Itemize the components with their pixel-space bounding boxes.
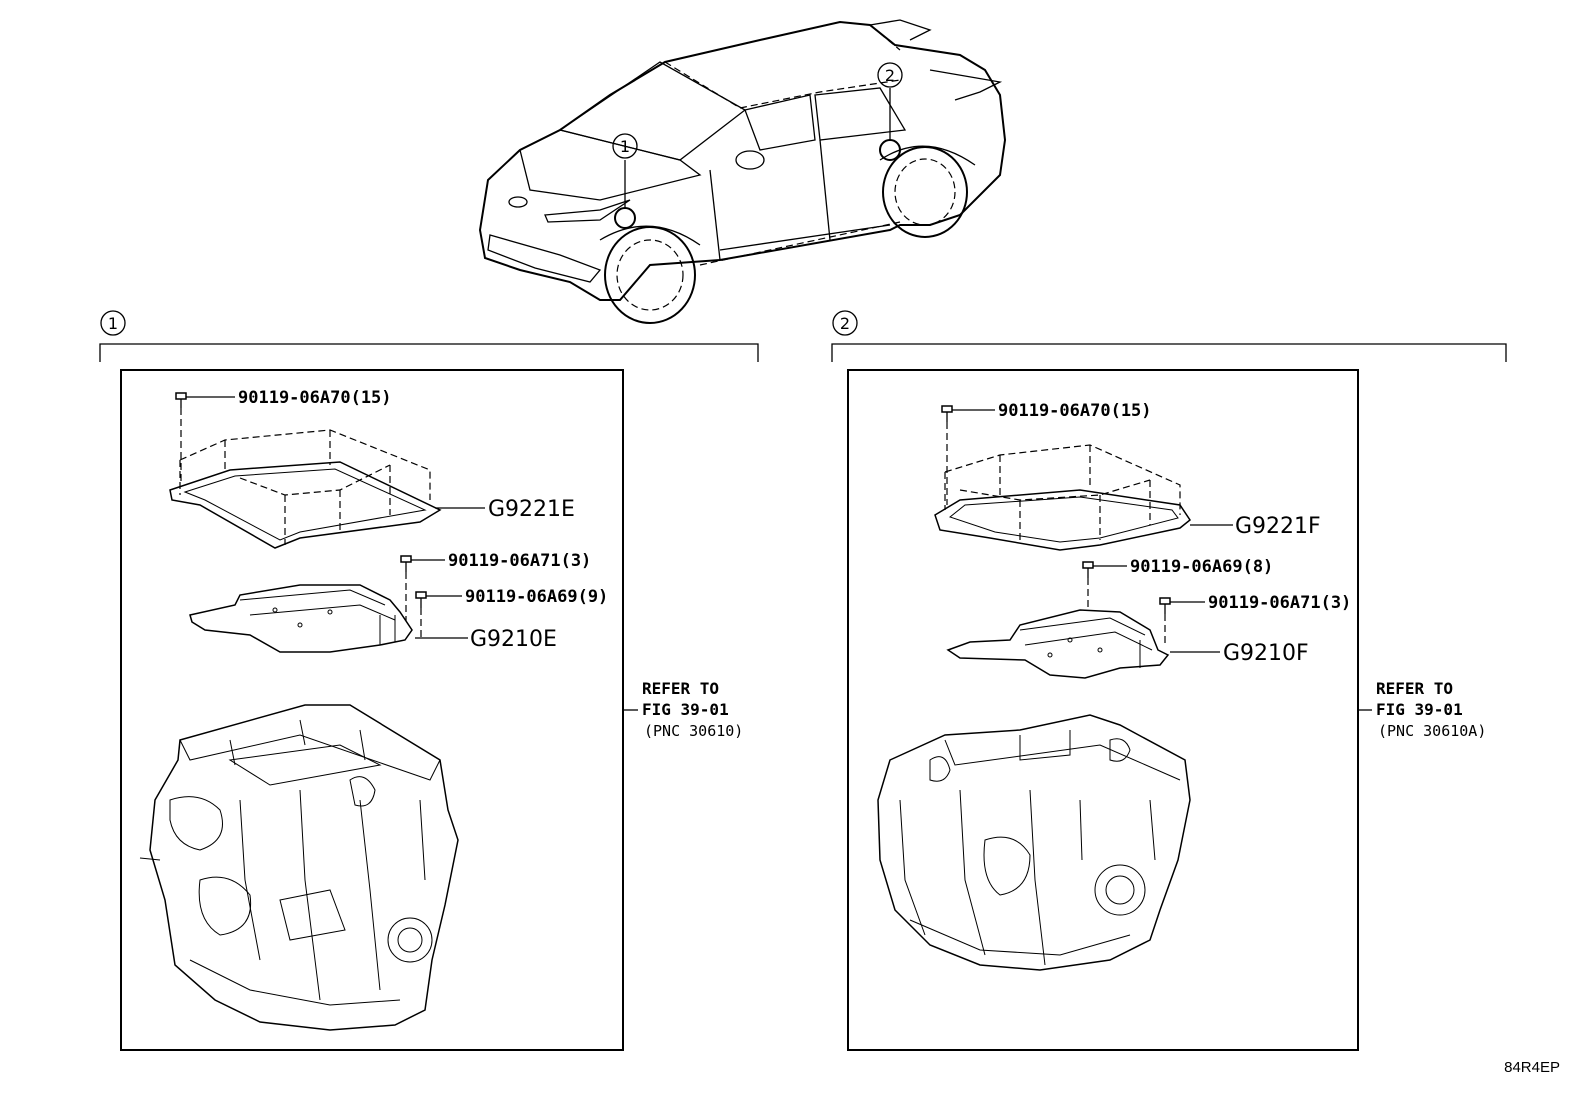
panel-2-bolt-a-label: 90119-06A69(8) <box>1130 557 1273 577</box>
panel-2-refer-line-3: (PNC 30610A) <box>1378 722 1486 740</box>
vehicle-illustration: 1 2 <box>478 19 1007 324</box>
bolt-icon <box>415 591 427 608</box>
inverter-cover <box>169 429 442 549</box>
figure-code: 84R4EP <box>1504 1059 1560 1076</box>
bolt-icon <box>1082 561 1094 578</box>
panel-2-inverter-label: G9210F <box>1223 641 1309 666</box>
panel-1-refer-line-3: (PNC 30610) <box>644 722 743 740</box>
panel-2-bolt-cover-label: 90119-06A70(15) <box>998 401 1152 421</box>
panel-2-refer-line-2: FIG 39-01 <box>1376 700 1463 719</box>
panel-2-cover-label: G9221F <box>1235 514 1321 539</box>
bolt-icon <box>400 555 412 572</box>
panel-2-refer-line-1: REFER TO <box>1376 679 1453 698</box>
panel-1-inverter-label: G9210E <box>470 627 557 652</box>
panel-2-index: 2 <box>840 314 850 333</box>
inverter-assembly <box>189 584 413 653</box>
bolt-icon <box>1159 597 1171 614</box>
inverter-assembly <box>946 609 1170 679</box>
panel-1-bolt-b-label: 90119-06A69(9) <box>465 587 608 607</box>
bolt-icon <box>175 392 187 408</box>
inverter-cover <box>934 444 1192 551</box>
transaxle-assembly <box>877 714 1191 971</box>
panel-1-cover-label: G9221E <box>488 497 575 522</box>
panel-1-bolt-a-label: 90119-06A71(3) <box>448 551 591 571</box>
panel-1-refer-line-1: REFER TO <box>642 679 719 698</box>
panel-1-refer-line-2: FIG 39-01 <box>642 700 729 719</box>
vehicle-callout-1: 1 <box>620 137 630 156</box>
transaxle-assembly <box>139 704 459 1031</box>
panel-2: 2 90119-06A70(15) G9221F <box>831 310 1507 1051</box>
bolt-icon <box>941 405 953 422</box>
panel-1: 1 90119-06A70(15) G9221E <box>99 310 759 1051</box>
panel-2-bolt-b-label: 90119-06A71(3) <box>1208 593 1351 613</box>
panel-1-bolt-cover-label: 90119-06A70(15) <box>238 388 392 408</box>
vehicle-callout-2: 2 <box>885 66 895 85</box>
panel-1-index: 1 <box>108 314 118 333</box>
